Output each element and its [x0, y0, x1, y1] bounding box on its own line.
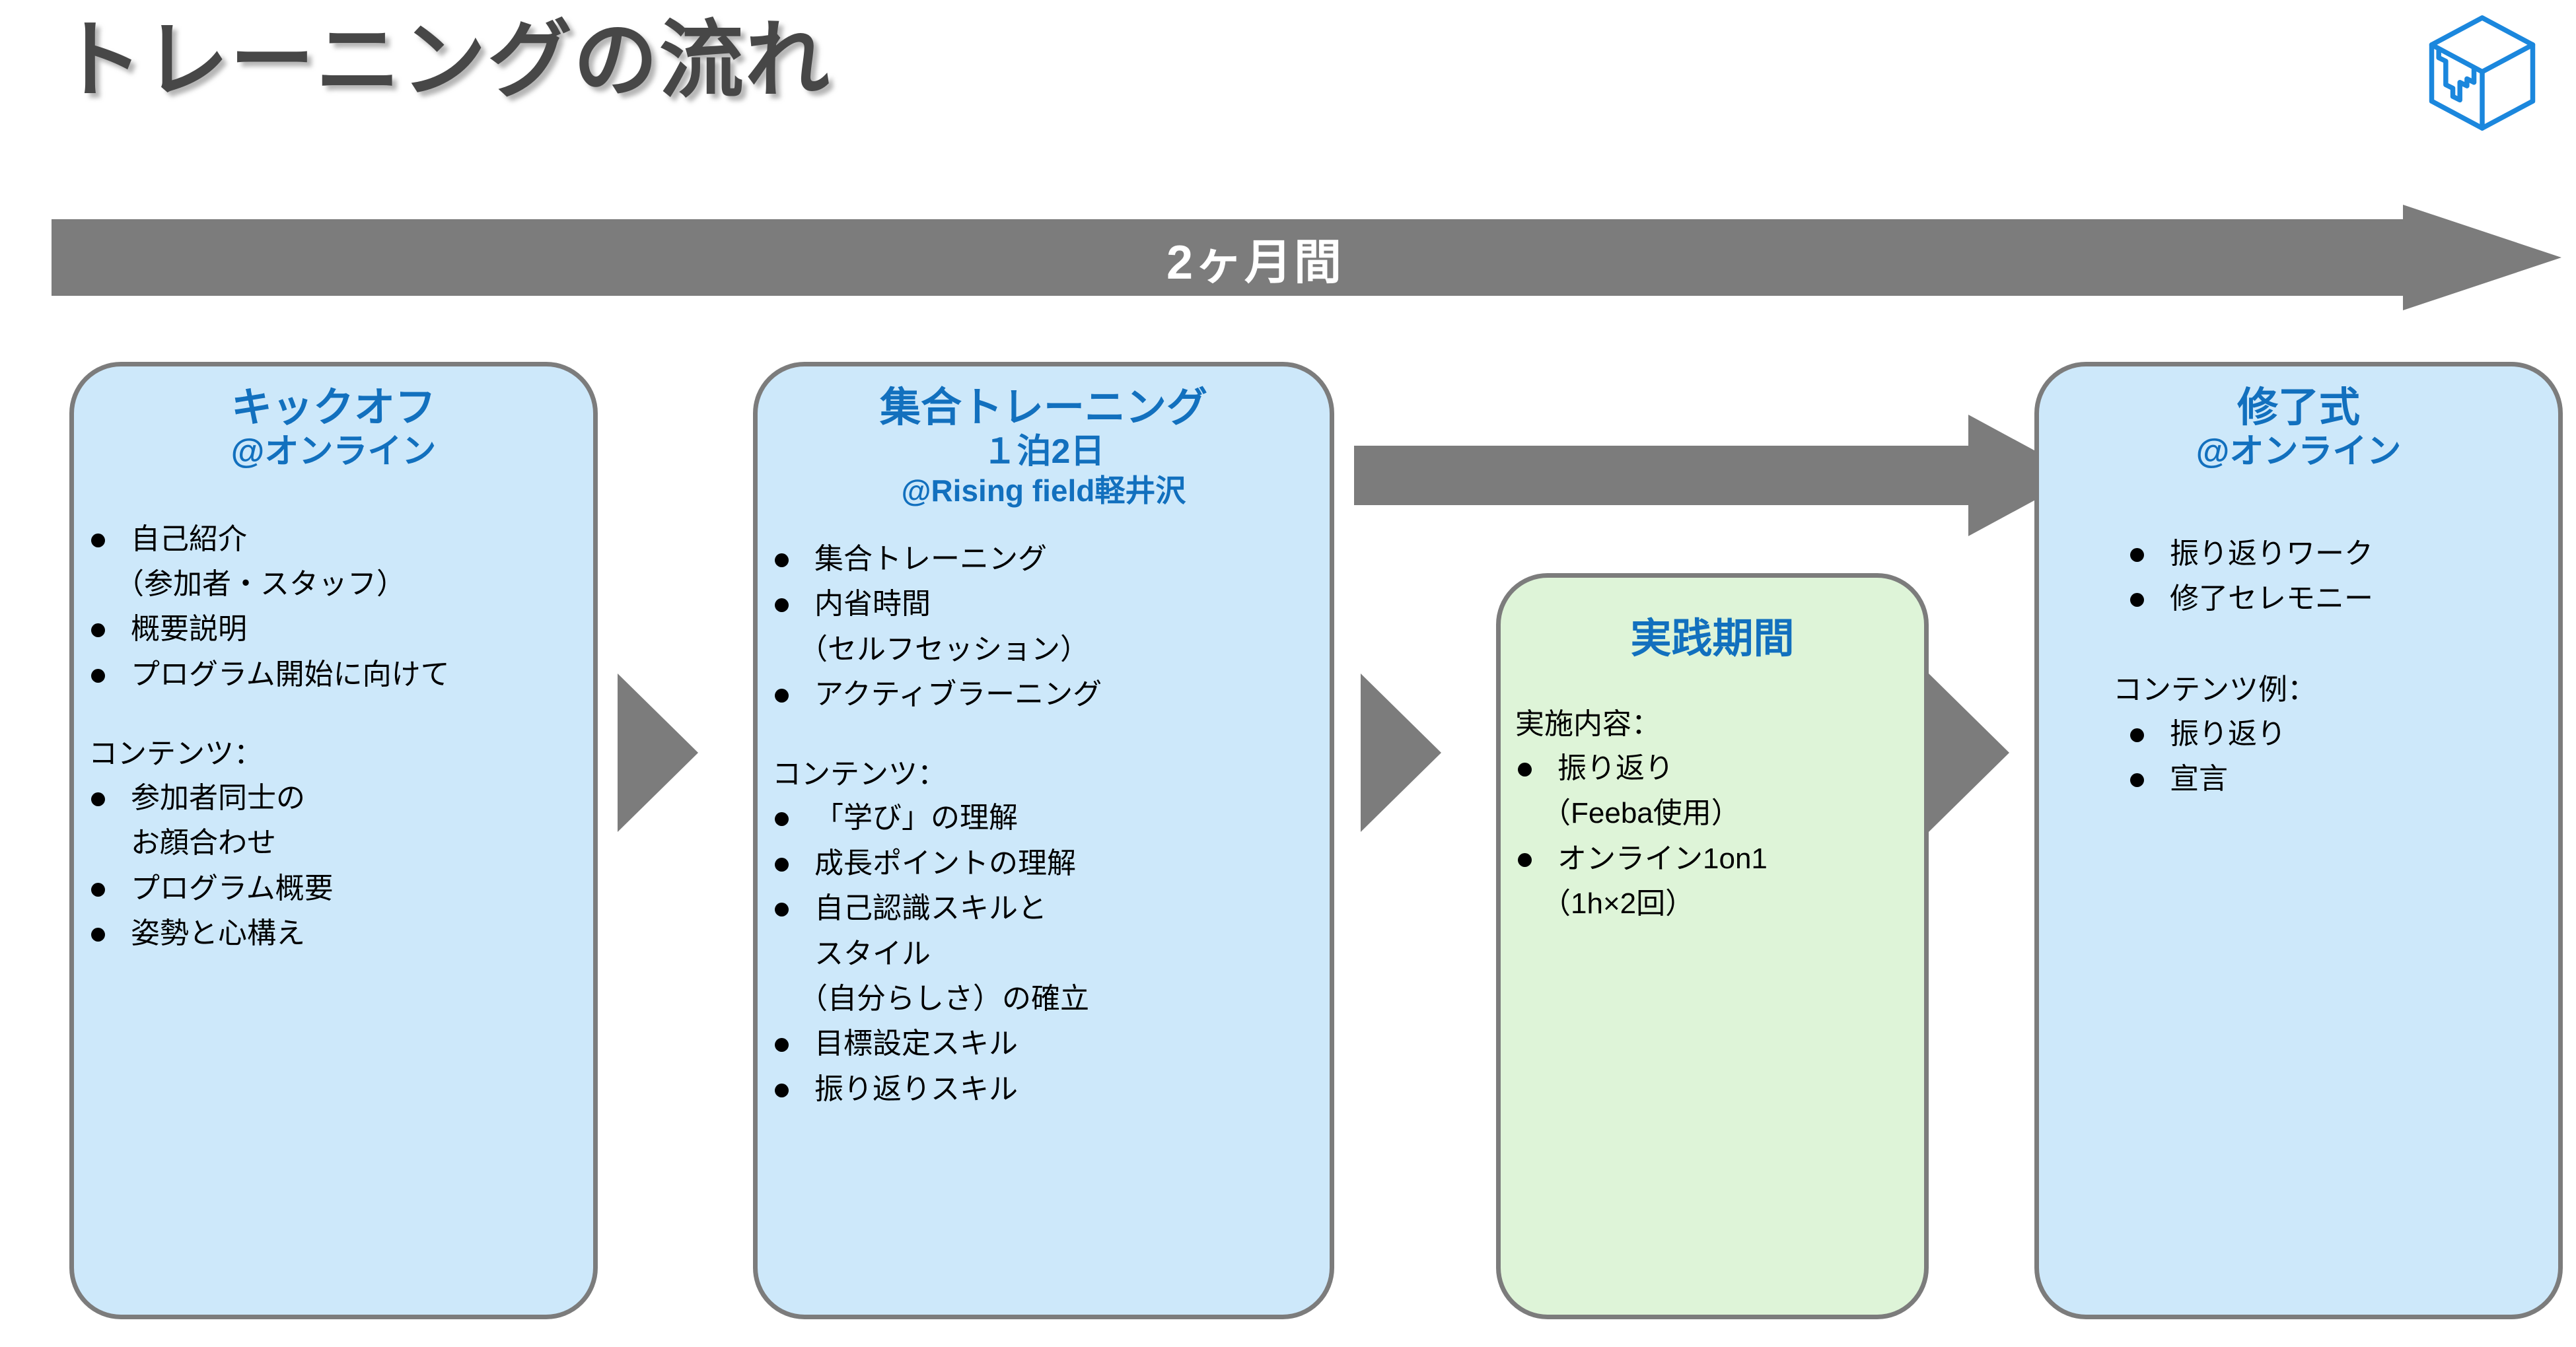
card-completion-subtitle: @オンライン	[2196, 432, 2402, 471]
card-kickoff-subtitle: @オンライン	[231, 432, 437, 471]
card-practice-list: 振り返り	[1501, 748, 1924, 789]
card-practice-list-b: オンライン1on1	[1501, 839, 1924, 880]
card-group-list-1: 集合トレーニング 内省時間	[758, 539, 1330, 625]
card-completion-list-2: 振り返り 宣言	[2039, 714, 2558, 800]
arrow-kickoff-to-group-icon	[618, 674, 698, 832]
card-practice-title: 実践期間	[1630, 616, 1795, 662]
card-practice-section-label: 実施内容：	[1515, 708, 1661, 741]
card-group-sub-2b: （自分らしさ）の確立	[799, 983, 1089, 1015]
card-completion-heading: 修了式 @オンライン	[2039, 366, 2558, 473]
card-group-list-1b: アクティブラーニング	[758, 674, 1330, 715]
card-completion-body: 振り返りワーク 修了セレモニー コンテンツ例： 振り返り 宣言	[2039, 473, 2558, 800]
card-kickoff-list-1: 自己紹介	[74, 519, 593, 560]
card-kickoff-heading: キックオフ @オンライン	[74, 366, 593, 473]
card-group-section-label: コンテンツ：	[772, 757, 947, 790]
card-kickoff-section-label: コンテンツ：	[89, 738, 263, 771]
page-title: トレーニングの流れ	[58, 13, 832, 108]
card-kickoff-body: 自己紹介 （参加者・スタッフ） 概要説明 プログラム開始に向けて コンテンツ： …	[74, 473, 593, 955]
card-group-sub-1: （セルフセッション）	[799, 633, 1089, 666]
card-completion-title: 修了式	[2236, 385, 2360, 431]
card-practice-heading: 実践期間	[1501, 578, 1924, 663]
list-item: 自己認識スキルと	[758, 888, 1330, 929]
card-group-list-2: 「学び」の理解 成長ポイントの理解 自己認識スキルと	[758, 798, 1330, 929]
card-group-location: @Rising field軽井沢	[901, 473, 1186, 508]
arrow-practice-to-completion-icon	[1929, 674, 2009, 832]
list-item: 宣言	[2113, 759, 2558, 800]
card-kickoff-list-2b: プログラム概要 姿勢と心構え	[74, 868, 593, 955]
card-kickoff-title: キックオフ	[231, 385, 436, 431]
list-item: プログラム開始に向けて	[74, 654, 593, 695]
list-item: 振り返りスキル	[758, 1069, 1330, 1110]
list-item: 「学び」の理解	[758, 798, 1330, 839]
list-item: 修了セレモニー	[2113, 578, 2558, 619]
list-item: 概要説明	[74, 609, 593, 650]
list-item: 成長ポイントの理解	[758, 843, 1330, 884]
card-kickoff-sub-1: （参加者・スタッフ）	[115, 567, 406, 600]
card-group-list-2b: 目標設定スキル 振り返りスキル	[758, 1023, 1330, 1110]
card-group-sub-2a: スタイル	[814, 937, 931, 970]
list-item: 集合トレーニング	[758, 539, 1330, 580]
card-group-body: 集合トレーニング 内省時間 （セルフセッション） アクティブラーニング コンテン…	[758, 508, 1330, 1111]
arrow-group-to-practice-icon	[1361, 674, 1441, 832]
card-practice-body: 実施内容： 振り返り （Feeba使用） オンライン1on1 （1h×2回）	[1501, 663, 1924, 924]
flow-card-kickoff[interactable]: キックオフ @オンライン 自己紹介 （参加者・スタッフ） 概要説明 プログラム開…	[69, 362, 598, 1319]
list-item: 振り返りワーク	[2113, 534, 2558, 574]
box-cube-logo	[2423, 12, 2542, 134]
flow-card-completion-ceremony[interactable]: 修了式 @オンライン 振り返りワーク 修了セレモニー コンテンツ例： 振り返り …	[2034, 362, 2563, 1319]
list-item: アクティブラーニング	[758, 674, 1330, 715]
list-item: 姿勢と心構え	[74, 913, 593, 954]
flow-card-group-training[interactable]: 集合トレーニング １泊2日 @Rising field軽井沢 集合トレーニング …	[753, 362, 1334, 1319]
list-item: 目標設定スキル	[758, 1023, 1330, 1064]
list-item: 振り返り	[1501, 748, 1924, 789]
card-practice-sub-b: （1h×2回）	[1542, 887, 1695, 920]
card-group-heading: 集合トレーニング １泊2日 @Rising field軽井沢	[758, 366, 1330, 508]
card-completion-section-label: コンテンツ例：	[2113, 674, 2316, 707]
card-kickoff-list-1b: 概要説明 プログラム開始に向けて	[74, 609, 593, 695]
list-item: 参加者同士の	[74, 778, 593, 819]
card-kickoff-list-2: 参加者同士の	[74, 778, 593, 819]
card-kickoff-sub-2: お顔合わせ	[131, 827, 276, 860]
flow-card-practice-period[interactable]: 実践期間 実施内容： 振り返り （Feeba使用） オンライン1on1 （1h×…	[1496, 573, 1929, 1319]
card-completion-list-1: 振り返りワーク 修了セレモニー	[2039, 534, 2558, 620]
list-item: 内省時間	[758, 584, 1330, 625]
list-item: プログラム概要	[74, 868, 593, 909]
arrow-group-to-completion-icon	[1354, 409, 2081, 541]
duration-banner-arrow	[52, 205, 2561, 310]
list-item: 振り返り	[2113, 714, 2558, 755]
card-group-subtitle: １泊2日	[982, 432, 1105, 471]
card-practice-sub-a: （Feeba使用）	[1542, 797, 1740, 830]
card-group-title: 集合トレーニング	[879, 385, 1207, 431]
list-item: 自己紹介	[74, 519, 593, 560]
list-item: オンライン1on1	[1501, 839, 1924, 880]
